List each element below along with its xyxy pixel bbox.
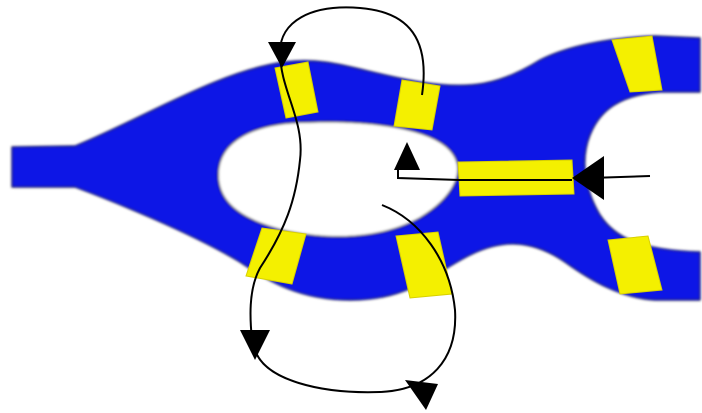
arrowhead-bottom-right [405,380,438,410]
band-top-middle [394,80,440,130]
arrowhead-bottom-left-down [240,330,270,360]
band-center-bridge [458,160,574,196]
